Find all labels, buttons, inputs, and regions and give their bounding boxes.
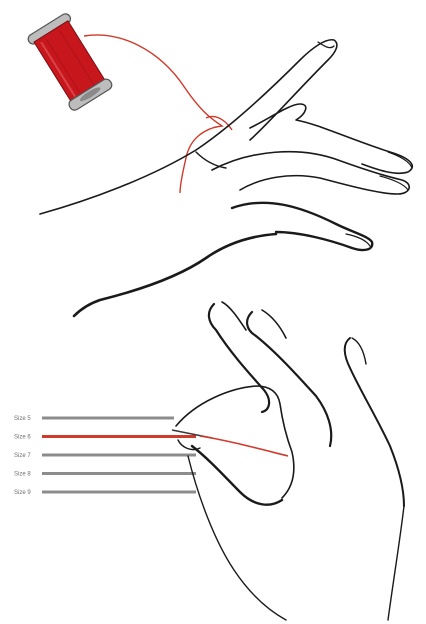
gauge-row: Size 6 <box>14 435 196 441</box>
gauge-row: Size 7 <box>14 453 196 459</box>
lower-hand <box>172 302 404 620</box>
loose-thread <box>84 35 222 193</box>
gauge-size-label: Size 8 <box>14 472 31 478</box>
gauge-row: Size 5 <box>14 416 174 422</box>
needle-gauge: Size 5 Size 6 Size 7 Size 8 Size 9 <box>14 416 196 496</box>
gauge-size-label: Size 9 <box>14 490 31 496</box>
thread-spool <box>26 12 113 112</box>
gauge-row: Size 8 <box>14 472 196 478</box>
gauge-size-label: Size 7 <box>14 453 31 459</box>
gauge-size-label: Size 5 <box>14 416 31 422</box>
gauge-size-label: Size 6 <box>14 435 31 441</box>
threaded-tail <box>200 436 288 456</box>
gauge-row: Size 9 <box>14 490 196 496</box>
